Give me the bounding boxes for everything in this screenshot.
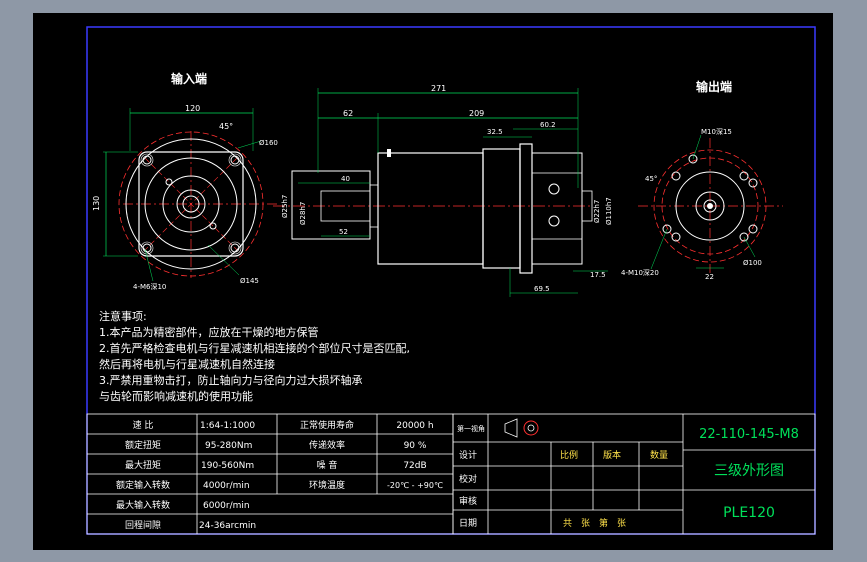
check-label: 校对 [459,473,477,485]
spec-value: 20000 h [396,421,433,431]
version-label: 版本 [603,449,621,461]
review-label: 审核 [459,495,477,507]
spec-label: 正常使用寿命 [300,419,354,431]
dim-d110h7: Ø110h7 [605,197,613,225]
spec-label: 额定输入转数 [116,479,170,491]
spec-value: 1:64-1:1000 [200,421,255,431]
note-line: 与齿轮而影响减速机的使用功能 [99,389,253,403]
dim-17-5: 17.5 [590,271,606,279]
spec-value: 24-36arcmin [199,521,256,531]
notes-title: 注意事项: [99,309,147,323]
spec-table-text: 速 比 1:64-1:1000 正常使用寿命 20000 h 额定扭矩 95-2… [116,419,443,531]
dim-32-5: 32.5 [487,128,503,136]
dim-209: 209 [469,109,484,118]
notes: 注意事项: 1.本产品为精密部件，应放在干燥的地方保管 2.首先严格检查电机与行… [99,309,410,403]
dim-45deg-b: 45° [645,175,657,183]
dim-m10-top: M10深15 [701,127,732,136]
spec-label: 环境温度 [309,479,345,491]
model-name: PLE120 [723,505,775,521]
drawing-sheet: 输入端 120 45° Ø160 130 Ø145 [33,13,833,550]
spec-label: 传递效率 [309,439,345,451]
sheets-label: 共 张 第 张 [563,517,626,529]
dim-d28h7: Ø28h7 [299,202,307,225]
first-angle-projection-icon [504,418,539,438]
spec-value: 72dB [403,461,426,471]
spec-table [86,413,454,535]
spec-value: 90 % [404,441,427,451]
cad-drawing: 输入端 120 45° Ø160 130 Ø145 [86,26,816,535]
dim-62: 62 [343,109,353,118]
dim-d25h7: Ø25h7 [281,195,289,218]
note-line: 3.严禁用重物击打，防止轴向力与径向力过大损坏轴承 [99,373,363,387]
spec-label: 回程间隙 [125,519,161,531]
drawing-name: 三级外形图 [714,463,784,479]
dim-22: 22 [705,273,714,281]
title-block-text: 第一视角 设计 校对 审核 日期 日期 比例 版本 数量 共 张 第 张 22-… [457,418,799,529]
dim-271: 271 [431,84,446,93]
spec-label: 最大输入转数 [116,499,170,511]
dim-69-5: 69.5 [534,285,550,293]
spec-value: 6000r/min [203,501,250,511]
note-line: 1.本产品为精密部件，应放在干燥的地方保管 [99,325,319,339]
spec-value: 95-280Nm [205,441,252,451]
dim-d145: Ø145 [240,277,259,285]
dim-d100: Ø100 [743,259,762,267]
dim-45deg: 45° [219,122,233,131]
side-view: 271 62 209 32.5 60.2 40 52 Ø25h7 Ø28h7 Ø… [273,84,613,297]
dim-120: 120 [185,104,200,113]
input-end-label: 输入端 [171,71,207,86]
spec-label: 噪 音 [317,459,338,471]
output-end-view: 输出端 M10深15 45° 4-M10深20 Ø100 22 [621,79,783,281]
spec-label: 速 比 [133,419,154,431]
dim-60-2: 60.2 [540,121,556,129]
projection-label: 第一视角 [457,424,485,433]
spec-value: 190-560Nm [201,461,254,471]
title-block [452,413,816,535]
note-line: 然后再将电机与行星减速机自然连接 [99,357,275,371]
quantity-label: 数量 [650,449,668,461]
scale-label: 比例 [560,449,578,461]
design-label: 设计 [459,449,477,461]
date-label: 日期 [459,518,477,529]
dim-m10-bot: 4-M10深20 [621,268,659,277]
spec-label: 最大扭矩 [125,459,161,471]
spec-value: -20℃ - +90℃ [387,481,443,490]
dim-m6: 4-M6深10 [133,282,166,291]
dim-52: 52 [339,228,348,236]
dim-d160: Ø160 [259,139,278,147]
dim-40: 40 [341,175,350,183]
drawing-number: 22-110-145-M8 [699,427,799,442]
note-line: 2.首先严格检查电机与行星减速机相连接的个部位尺寸是否匹配, [99,341,410,355]
input-end-view: 输入端 120 45° Ø160 130 Ø145 [92,71,278,291]
output-end-label: 输出端 [696,79,732,94]
spec-value: 4000r/min [203,481,250,491]
dim-130: 130 [92,196,101,211]
dim-d22h7: Ø22h7 [593,200,601,223]
spec-label: 额定扭矩 [125,439,161,451]
